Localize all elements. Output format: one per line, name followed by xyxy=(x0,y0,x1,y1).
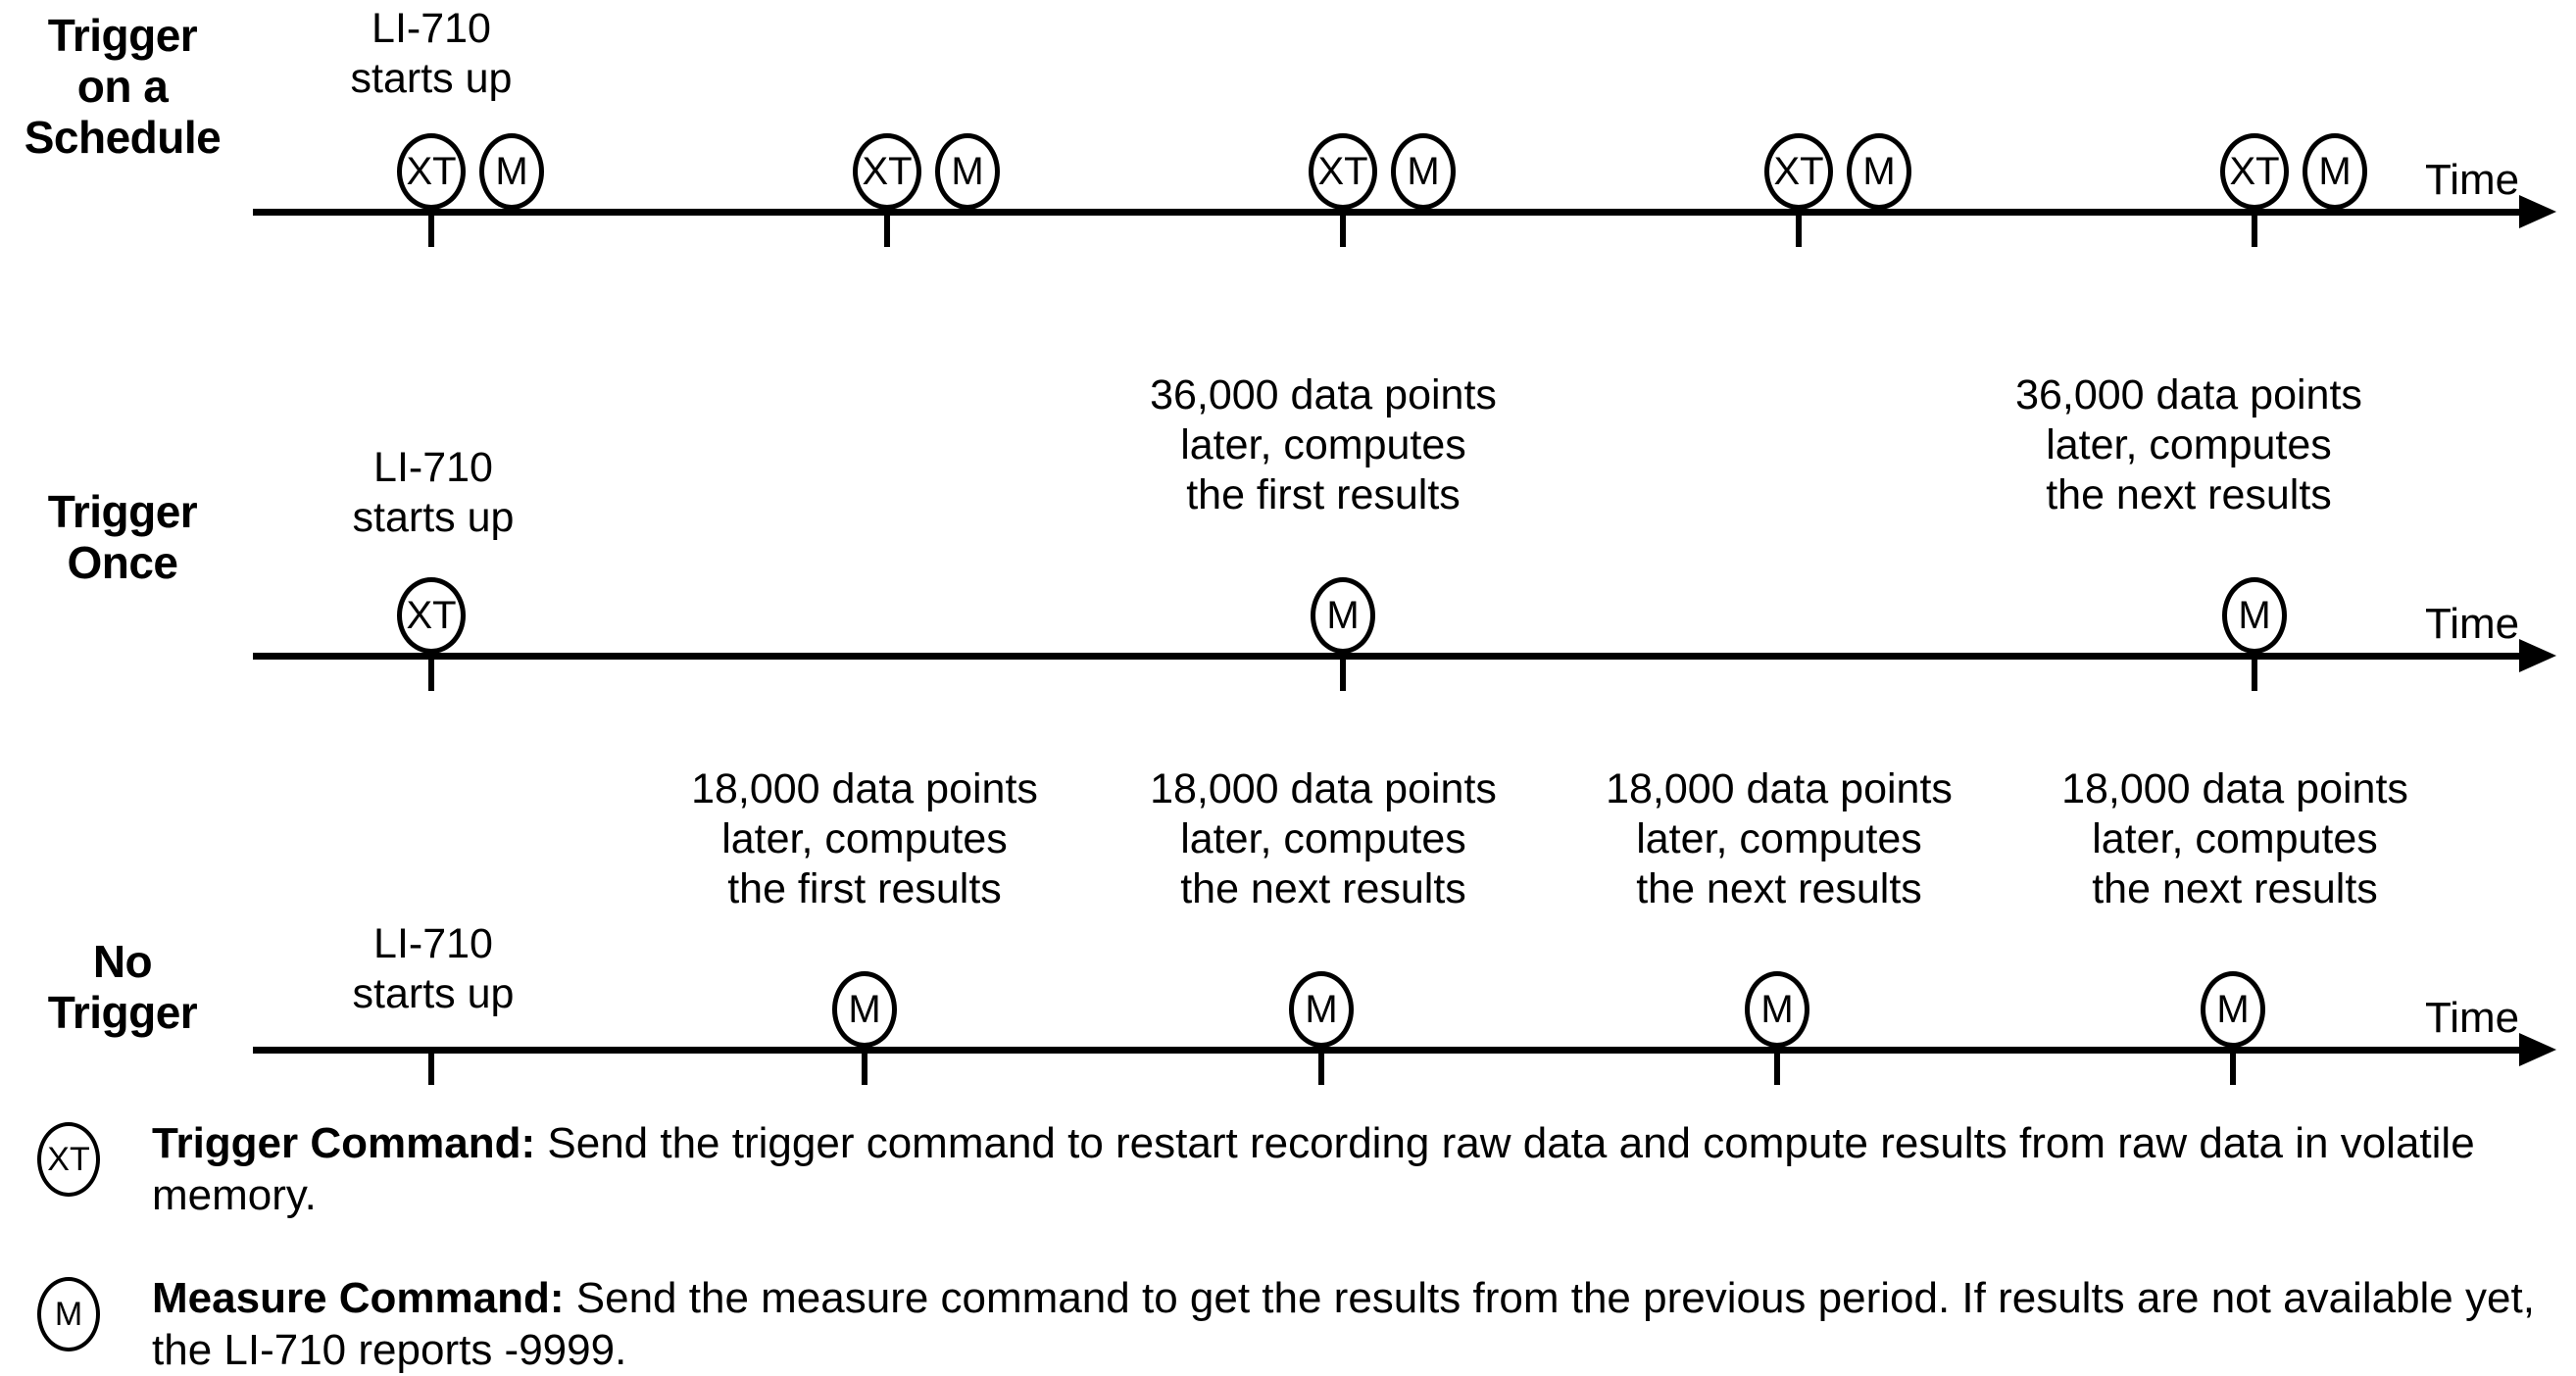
timeline-tick xyxy=(2252,212,2257,247)
note-line: later, computes xyxy=(721,815,1008,862)
note-18000-next-results-2: 18,000 data points later, computes the n… xyxy=(1534,764,2024,914)
startup-note-row2: LI-710 starts up xyxy=(306,443,561,543)
token-m[interactable]: M xyxy=(832,971,897,1048)
token-m[interactable]: M xyxy=(2222,577,2287,654)
note-line: 36,000 data points xyxy=(2015,371,2362,418)
token-m[interactable]: M xyxy=(935,133,1000,210)
startup-note-line: LI-710 xyxy=(373,920,493,967)
token-m[interactable]: M xyxy=(1311,577,1375,654)
token-m[interactable]: M xyxy=(2303,133,2367,210)
startup-note-line: starts up xyxy=(352,970,515,1017)
time-axis-label-row3: Time xyxy=(2425,994,2520,1042)
token-m[interactable]: M xyxy=(479,133,544,210)
timeline-tick xyxy=(428,1050,434,1085)
timeline-tick xyxy=(1774,1050,1780,1085)
note-36000-next-results: 36,000 data points later, computes the n… xyxy=(1944,370,2434,520)
row-label-line: Trigger xyxy=(47,987,198,1038)
note-line: 18,000 data points xyxy=(2061,765,2408,812)
timeline-tick xyxy=(2230,1050,2236,1085)
legend-token-m: M xyxy=(37,1277,100,1351)
token-m[interactable]: M xyxy=(1745,971,1809,1048)
timeline-tick xyxy=(2252,656,2257,691)
token-xt[interactable]: XT xyxy=(2220,133,2289,210)
note-36000-first-results: 36,000 data points later, computes the f… xyxy=(1078,370,1568,520)
note-line: the next results xyxy=(2092,865,2378,912)
token-xt[interactable]: XT xyxy=(1309,133,1377,210)
timeline-tick xyxy=(1340,656,1346,691)
note-line: the first results xyxy=(1186,471,1461,518)
note-18000-next-results-3: 18,000 data points later, computes the n… xyxy=(1990,764,2480,914)
token-m[interactable]: M xyxy=(1391,133,1456,210)
startup-note-row3: LI-710 starts up xyxy=(306,919,561,1019)
note-line: 18,000 data points xyxy=(691,765,1038,812)
timeline-tick xyxy=(1796,212,1802,247)
note-line: the next results xyxy=(1180,865,1466,912)
note-line: 18,000 data points xyxy=(1606,765,1953,812)
row-label-trigger-on-a-schedule: Trigger on a Schedule xyxy=(0,10,245,163)
row-label-line: Schedule xyxy=(24,112,222,163)
note-line: the first results xyxy=(727,865,1002,912)
row-label-no-trigger: No Trigger xyxy=(0,936,245,1038)
note-line: 18,000 data points xyxy=(1150,765,1497,812)
startup-note-row1: LI-710 starts up xyxy=(304,4,559,104)
startup-note-line: LI-710 xyxy=(373,444,493,491)
row-label-line: Trigger xyxy=(47,10,198,61)
token-xt[interactable]: XT xyxy=(397,133,466,210)
token-xt[interactable]: XT xyxy=(853,133,921,210)
row-label-line: Once xyxy=(67,537,178,588)
startup-note-line: LI-710 xyxy=(372,5,491,52)
timeline-axis-row1 xyxy=(253,209,2525,216)
legend-title-measure-command: Measure Command: xyxy=(152,1274,565,1322)
row-label-line: No xyxy=(92,936,153,987)
legend-title-trigger-command: Trigger Command: xyxy=(152,1119,536,1167)
row-label-line: on a xyxy=(76,61,169,112)
note-line: 36,000 data points xyxy=(1150,371,1497,418)
legend: XT Trigger Command: Send the trigger com… xyxy=(0,1117,2576,1374)
timeline-arrow-row3 xyxy=(2519,1033,2556,1066)
timeline-tick xyxy=(862,1050,867,1085)
timeline-axis-row2 xyxy=(253,653,2525,660)
row-label-trigger-once: Trigger Once xyxy=(0,486,245,588)
startup-note-line: starts up xyxy=(352,494,515,541)
timeline-tick xyxy=(428,212,434,247)
legend-entry-measure-command: Measure Command: Send the measure comman… xyxy=(152,1272,2544,1376)
token-m[interactable]: M xyxy=(1289,971,1354,1048)
legend-body-measure-command: Send the measure command to get the resu… xyxy=(152,1274,2535,1374)
timeline-arrow-row2 xyxy=(2519,639,2556,672)
note-line: later, computes xyxy=(1180,421,1466,468)
token-m[interactable]: M xyxy=(1847,133,1911,210)
note-line: later, computes xyxy=(1180,815,1466,862)
legend-entry-trigger-command: Trigger Command: Send the trigger comman… xyxy=(152,1117,2544,1221)
timeline-tick xyxy=(428,656,434,691)
timeline-arrow-row1 xyxy=(2519,195,2556,228)
note-line: later, computes xyxy=(1636,815,1922,862)
note-line: the next results xyxy=(1636,865,1922,912)
timeline-axis-row3 xyxy=(253,1047,2525,1054)
row-label-line: Trigger xyxy=(47,486,198,537)
token-xt[interactable]: XT xyxy=(1764,133,1833,210)
time-axis-label-row2: Time xyxy=(2425,600,2520,648)
token-xt[interactable]: XT xyxy=(397,577,466,654)
timeline-tick xyxy=(884,212,890,247)
startup-note-line: starts up xyxy=(350,55,513,102)
timeline-tick xyxy=(1340,212,1346,247)
note-line: later, computes xyxy=(2046,421,2332,468)
timeline-tick xyxy=(1318,1050,1324,1085)
time-axis-label-row1: Time xyxy=(2425,156,2520,204)
legend-token-xt: XT xyxy=(37,1122,100,1197)
token-m[interactable]: M xyxy=(2201,971,2265,1048)
note-18000-first-results: 18,000 data points later, computes the f… xyxy=(619,764,1110,914)
note-line: the next results xyxy=(2046,471,2332,518)
legend-body-trigger-command: Send the trigger command to restart reco… xyxy=(152,1119,2475,1219)
note-line: later, computes xyxy=(2092,815,2378,862)
note-18000-next-results-1: 18,000 data points later, computes the n… xyxy=(1078,764,1568,914)
